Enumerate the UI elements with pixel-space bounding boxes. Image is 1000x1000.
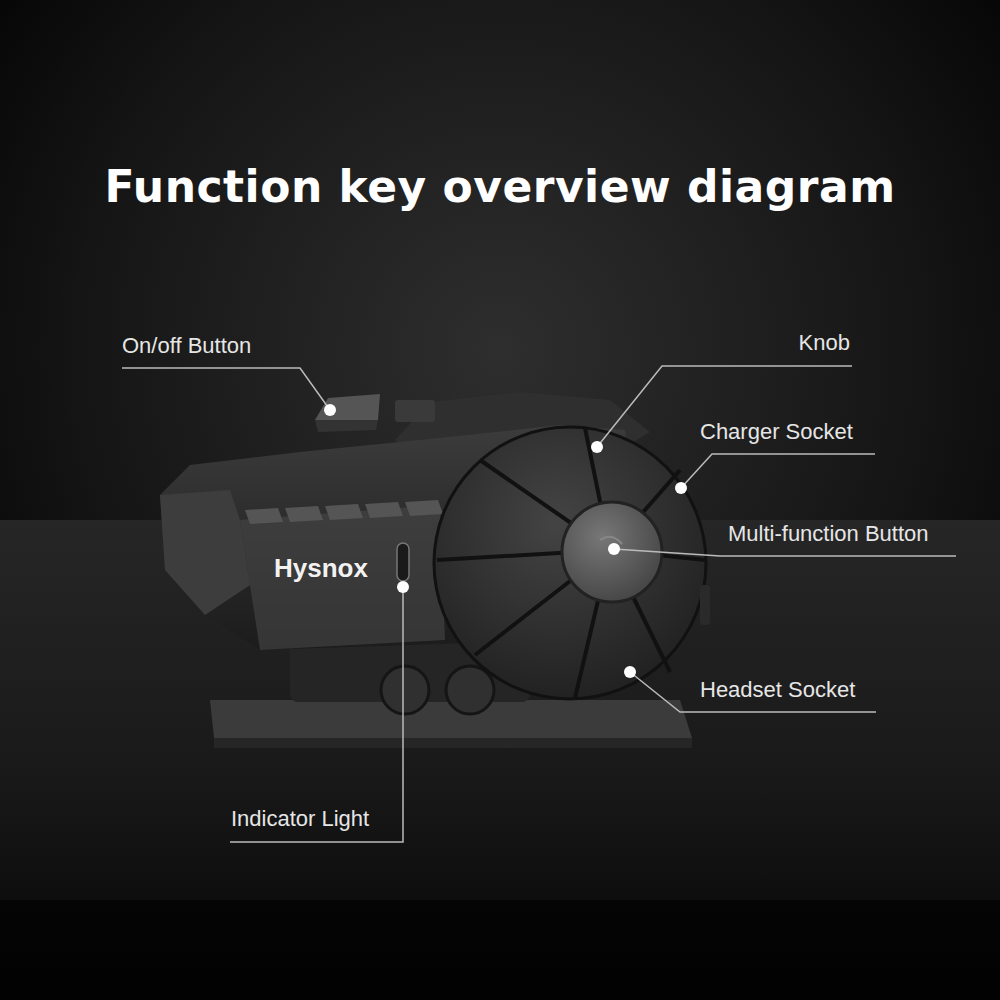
- part-label: Indicator Light: [231, 806, 369, 832]
- part-label: Multi-function Button: [728, 521, 929, 547]
- part-label: Charger Socket: [700, 419, 853, 445]
- brand-name: Hysnox: [274, 553, 368, 583]
- title: Function key overview diagram: [0, 160, 1000, 214]
- part-label: Knob: [799, 330, 850, 356]
- part-label: Headset Socket: [700, 677, 855, 703]
- part-label: On/off Button: [122, 333, 251, 359]
